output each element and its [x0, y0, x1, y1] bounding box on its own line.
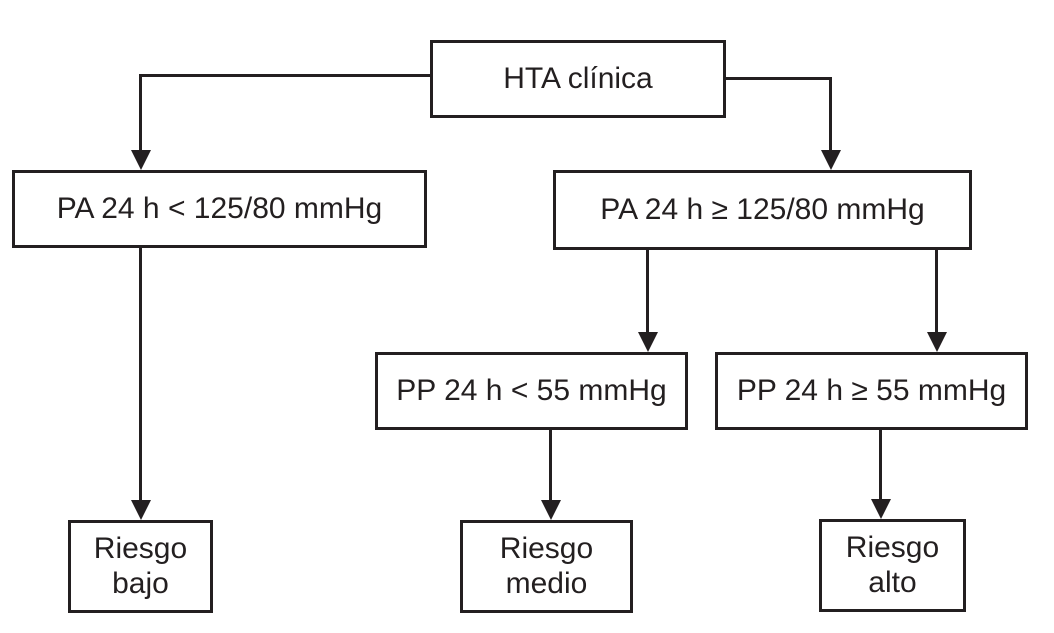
- connector-pp-high-to-risk-high: [879, 430, 882, 500]
- node-pa-24h-at-least-125-80: PA 24 h ≥ 125/80 mmHg: [553, 170, 972, 250]
- node-riesgo-bajo: Riesgo bajo: [68, 520, 213, 613]
- node-pa-24h-below-125-80-label: PA 24 h < 125/80 mmHg: [56, 191, 383, 225]
- connector-pa-high-to-pp-high: [935, 250, 938, 332]
- node-riesgo-medio: Riesgo medio: [460, 520, 633, 613]
- node-pa-24h-below-125-80: PA 24 h < 125/80 mmHg: [12, 170, 427, 248]
- connector-pa-high-to-pp-low: [646, 250, 649, 332]
- node-riesgo-medio-label: Riesgo medio: [499, 532, 594, 600]
- arrowhead-down-root-to-pa-low: [131, 150, 151, 170]
- node-pp-24h-at-least-55: PP 24 h ≥ 55 mmHg: [715, 352, 1028, 430]
- arrowhead-down-pp-low-to-risk-medium: [541, 500, 561, 520]
- node-riesgo-alto-label: Riesgo alto: [845, 531, 940, 599]
- arrowhead-down-root-to-pa-high: [821, 150, 841, 170]
- node-riesgo-bajo-label: Riesgo bajo: [93, 532, 188, 600]
- connector-root-to-pa-high-horizontal: [724, 77, 832, 80]
- node-riesgo-alto: Riesgo alto: [819, 519, 966, 612]
- node-pp-24h-at-least-55-label: PP 24 h ≥ 55 mmHg: [736, 373, 1007, 407]
- connector-root-to-pa-high-vertical: [829, 77, 832, 150]
- node-pp-24h-below-55-label: PP 24 h < 55 mmHg: [396, 373, 667, 407]
- node-hta-clinica-label: HTA clínica: [503, 61, 653, 95]
- connector-pa-low-to-risk-low: [139, 248, 142, 501]
- arrowhead-down-pa-high-to-pp-low: [638, 332, 658, 352]
- arrowhead-down-pp-high-to-risk-high: [871, 499, 891, 519]
- arrowhead-down-pa-low-to-risk-low: [131, 500, 151, 520]
- node-pp-24h-below-55: PP 24 h < 55 mmHg: [375, 352, 688, 430]
- connector-pp-low-to-risk-medium: [549, 430, 552, 501]
- node-hta-clinica: HTA clínica: [430, 40, 726, 118]
- node-pa-24h-at-least-125-80-label: PA 24 h ≥ 125/80 mmHg: [600, 192, 925, 226]
- connector-root-to-pa-low-horizontal: [139, 74, 432, 77]
- connector-root-to-pa-low-vertical: [139, 74, 142, 150]
- arrowhead-down-pa-high-to-pp-high: [927, 332, 947, 352]
